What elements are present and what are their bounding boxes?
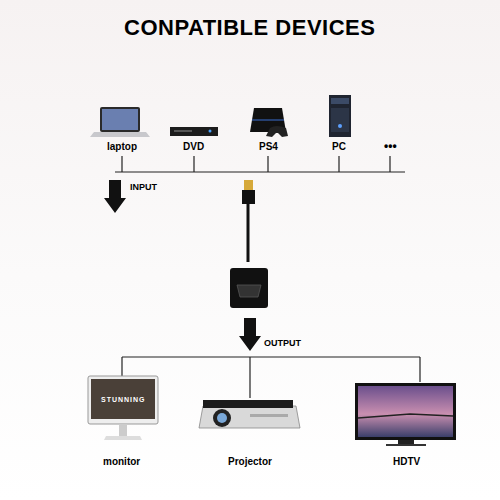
device-caption: DVD — [183, 141, 204, 152]
more-devices: ••• — [384, 139, 397, 153]
output-label: OUTPUT — [264, 338, 301, 348]
device-caption: PS4 — [259, 141, 278, 152]
device-caption: PC — [332, 141, 346, 152]
device-caption: laptop — [107, 141, 137, 152]
device-caption: monitor — [103, 456, 140, 467]
diagram-title: CONPATIBLE DEVICES — [124, 15, 375, 41]
input-label: INPUT — [130, 182, 157, 192]
screen-text: STUNNING — [101, 396, 146, 403]
device-caption: Projector — [228, 456, 272, 467]
device-caption: HDTV — [393, 456, 420, 467]
